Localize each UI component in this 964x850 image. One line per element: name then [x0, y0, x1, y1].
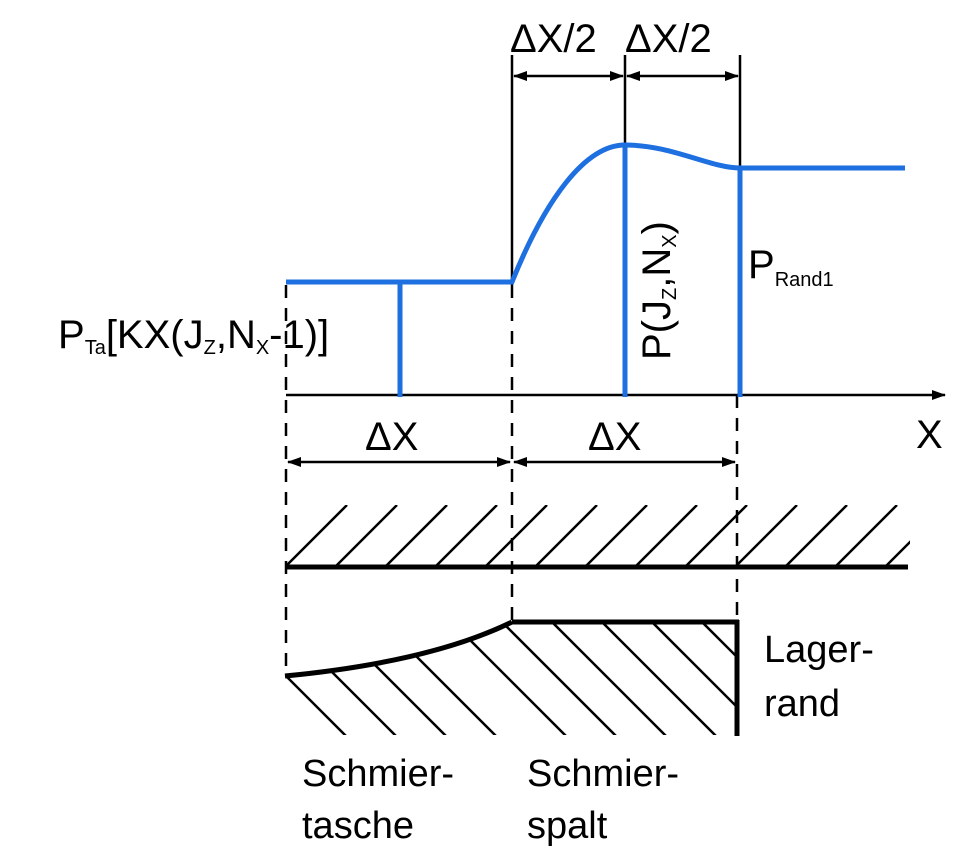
label-dx-left: ΔX [365, 415, 418, 459]
lower-bearing [284, 619, 740, 736]
label-dx-right: ΔX [588, 415, 641, 459]
label-spalt-2: spalt [527, 805, 608, 847]
label-x-axis: X [916, 413, 943, 457]
label-spalt-1: Schmier- [527, 753, 679, 795]
label-lager-1: Lager- [764, 629, 874, 671]
label-tasche-1: Schmier- [302, 753, 454, 795]
label-p-rand: PRand1 [748, 243, 834, 291]
pressure-curve-group [286, 142, 905, 397]
label-dx-half-right: ΔX/2 [625, 17, 712, 61]
upper-wall [285, 505, 910, 570]
label-lager-2: rand [764, 683, 840, 725]
pressure-curve [286, 142, 905, 285]
label-dx-half-left: ΔX/2 [510, 17, 597, 61]
label-p-mid: P(JZ,NX) [635, 221, 681, 360]
pocket-contour [284, 619, 514, 679]
label-p-ta: PTa[KX(JZ,NX-1)] [58, 313, 329, 359]
top-dimension-lines [510, 55, 742, 285]
label-tasche-2: tasche [302, 805, 414, 847]
